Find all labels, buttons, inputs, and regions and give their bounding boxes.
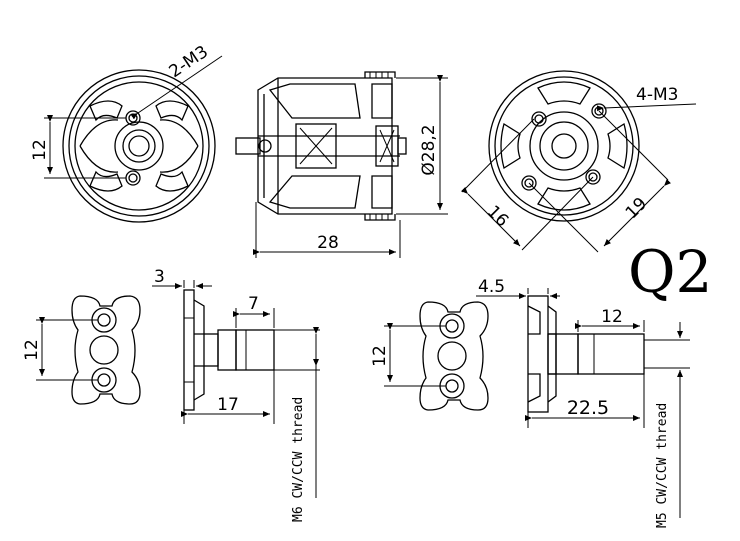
m5-thread-label: M5 CW/CCW thread [655, 403, 670, 528]
motor-front-view: 12 2-M3 [30, 42, 223, 223]
back-hole-label: 4-M3 [636, 85, 678, 105]
side-dim-28: 28 [317, 233, 339, 253]
m5-dim-4-5: 4.5 [478, 277, 505, 297]
m5-dim-shaft: 12 [601, 307, 623, 327]
m6-thread-label: M6 CW/CCW thread [291, 397, 306, 522]
side-dim-diameter: Ø28,2 [419, 124, 439, 175]
m5-dim-12: 12 [370, 345, 390, 367]
front-hole-label: 2-M3 [166, 42, 212, 82]
m6-dim-7: 7 [248, 294, 259, 314]
front-dim-12: 12 [30, 139, 50, 161]
back-dim-19: 19 [622, 194, 651, 223]
m6-dim-17: 17 [217, 395, 239, 415]
adapter-m5-side-view: 4.5 12 22.5 M5 CW/CCW thread [476, 277, 690, 528]
back-dim-16: 16 [483, 202, 512, 231]
adapter-m6-side-view: 3 7 17 M6 CW/CCW thread [152, 267, 320, 522]
motor-side-view: 28 Ø28,2 [235, 71, 448, 258]
adapter-m6-top-view: 12 [22, 295, 141, 405]
model-title: Q2 [628, 238, 712, 306]
m6-dim-12: 12 [22, 339, 42, 361]
adapter-m5-top-view: 12 [370, 301, 489, 411]
motor-back-view: 4-M3 16 19 [460, 70, 697, 253]
m6-dim-3: 3 [154, 267, 165, 287]
m5-dim-22-5: 22.5 [567, 397, 609, 419]
